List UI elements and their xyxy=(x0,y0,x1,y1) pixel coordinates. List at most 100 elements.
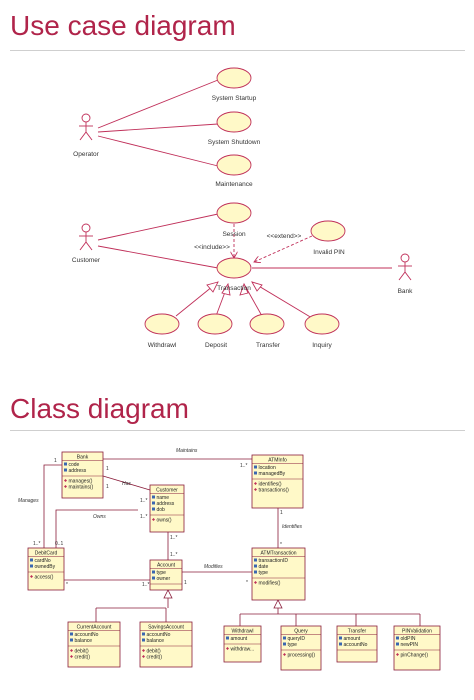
class-attribute: cardNo xyxy=(35,558,51,564)
multiplicity-label: * xyxy=(246,580,248,586)
use-case-diagram-title: Use case diagram xyxy=(10,10,236,41)
class-operation: debit() xyxy=(147,649,162,655)
operation-icon xyxy=(70,649,73,652)
class-box-withdrawl: Withdrawlamountwithdraw... xyxy=(223,625,262,663)
operation-icon xyxy=(152,518,155,521)
class-attribute: code xyxy=(69,462,80,468)
attribute-icon xyxy=(142,632,145,636)
attribute-icon xyxy=(283,642,286,646)
attribute-icon xyxy=(226,636,229,640)
usecase-label: Transfer xyxy=(256,342,281,349)
operation-icon xyxy=(254,482,257,485)
extend-stereotype: <<extend>> xyxy=(267,233,302,240)
multiplicity-label: 1..* xyxy=(33,541,41,547)
class-operation: credit() xyxy=(147,655,163,661)
attribute-icon xyxy=(30,564,33,568)
multiplicity-label: 1..* xyxy=(140,514,148,520)
class-box-savings: SavingsAccountaccountNobalancedebit()cre… xyxy=(139,621,193,668)
attribute-icon xyxy=(396,642,399,646)
class-attribute: managedBy xyxy=(259,471,286,477)
usecase-maintenance xyxy=(216,154,252,176)
multiplicity-label: 1..* xyxy=(140,498,148,504)
usecase-system-shutdown xyxy=(216,111,252,133)
class-attribute: balance xyxy=(75,638,93,644)
class-name: Customer xyxy=(156,488,178,494)
class-operation: pinChange() xyxy=(401,653,429,659)
title-divider xyxy=(10,50,465,51)
class-attribute: accountNo xyxy=(147,632,171,638)
class-operation: transactions() xyxy=(259,488,290,494)
multiplicity-label: 1..* xyxy=(142,582,150,588)
multiplicity-label: 1..* xyxy=(170,552,178,558)
association-label: Maintains xyxy=(176,448,198,454)
attribute-icon xyxy=(254,465,257,469)
actor-label: Customer xyxy=(72,257,101,264)
class-operation: owns() xyxy=(157,518,172,524)
class-attribute: accountNo xyxy=(75,632,99,638)
class-name: Query xyxy=(294,629,308,635)
usecase-label: Maintenance xyxy=(215,181,253,188)
usecase-invalid-pin xyxy=(310,220,346,242)
usecase-label: System Shutdown xyxy=(208,139,261,146)
attribute-icon xyxy=(64,468,67,472)
include-stereotype: <<include>> xyxy=(194,244,230,251)
multiplicity-label: 0..1 xyxy=(55,541,64,547)
operation-icon xyxy=(142,649,145,652)
attribute-icon xyxy=(152,501,155,505)
class-name: SavingsAccount xyxy=(148,625,184,631)
attribute-icon xyxy=(339,642,342,646)
attribute-icon xyxy=(254,471,257,475)
attribute-icon xyxy=(70,638,73,642)
class-name: CurrentAccount xyxy=(77,625,112,631)
actor-label: Bank xyxy=(398,288,414,295)
class-attribute: location xyxy=(259,465,276,471)
usecase-label: Invalid PIN xyxy=(313,249,345,256)
attribute-icon xyxy=(254,564,257,568)
usecase-label: Inquiry xyxy=(312,342,332,349)
usecase-system-startup xyxy=(216,67,252,89)
usecase-transfer xyxy=(249,313,285,335)
class-operation: maintains() xyxy=(69,485,94,491)
class-operation: modifies() xyxy=(259,581,281,587)
class-name: DebitCard xyxy=(35,551,58,557)
attribute-icon xyxy=(70,632,73,636)
usecase-label: Session xyxy=(222,231,246,238)
usecase-label: Deposit xyxy=(205,342,227,349)
class-diagram-title: Class diagram xyxy=(10,393,189,424)
class-operation: debit() xyxy=(75,649,90,655)
class-attribute: type xyxy=(288,642,298,648)
attribute-icon xyxy=(254,570,257,574)
association-label: Owns xyxy=(93,514,106,520)
attribute-icon xyxy=(396,636,399,640)
operation-icon xyxy=(254,488,257,491)
attribute-icon xyxy=(142,638,145,642)
operation-icon xyxy=(142,655,145,658)
class-attribute: dob xyxy=(157,507,166,513)
operation-icon xyxy=(283,653,286,656)
usecase-withdrawl xyxy=(144,313,180,335)
association-label: Identifies xyxy=(282,524,303,530)
usecase-label: Withdrawl xyxy=(148,342,177,349)
attribute-icon xyxy=(64,462,67,466)
class-attribute: newPIN xyxy=(401,642,419,648)
multiplicity-label: 1 xyxy=(280,510,283,516)
association-label: Modifies xyxy=(204,564,223,570)
usecase-inquiry xyxy=(304,313,340,335)
usecase-label: System Startup xyxy=(212,95,257,102)
operation-icon xyxy=(254,581,257,584)
class-box-current: CurrentAccountaccountNobalancedebit()cre… xyxy=(67,621,121,668)
multiplicity-label: 1 xyxy=(54,458,57,464)
class-name: ATMInfo xyxy=(268,458,287,464)
customer-actor-icon xyxy=(79,223,93,251)
class-attribute: oldPIN xyxy=(401,636,416,642)
class-operation: manages() xyxy=(69,479,93,485)
usecase-deposit xyxy=(197,313,233,335)
operator-actor-icon xyxy=(79,113,93,141)
class-name: Bank xyxy=(77,455,89,461)
multiplicity-label: 1 xyxy=(106,466,109,472)
multiplicity-label: 1 xyxy=(184,580,187,586)
title-divider xyxy=(10,430,465,431)
